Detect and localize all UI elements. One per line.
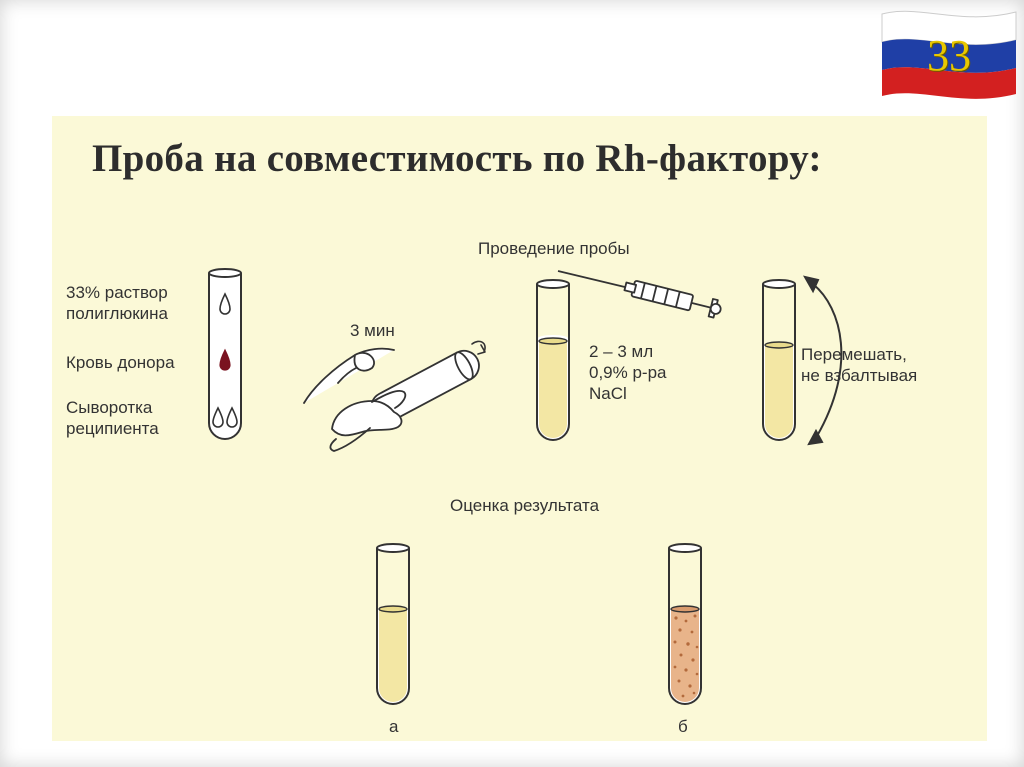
slide-number: 33 <box>927 31 971 80</box>
rocking-arrow-icon <box>802 275 843 446</box>
procedure-heading: Проведение пробы <box>478 239 630 258</box>
result-tube-b <box>668 543 702 705</box>
flag-icon <box>881 10 1017 99</box>
result-heading: Оценка результата <box>450 496 600 515</box>
serum-drop-icon <box>212 406 224 428</box>
agglutination-specks <box>673 614 699 698</box>
result-a-label: а <box>389 717 399 736</box>
rh-test-diagram <box>208 268 843 705</box>
serum-drop-icon <box>226 406 238 428</box>
syringe-icon <box>557 270 722 319</box>
time-label: 3 мин <box>350 321 395 340</box>
content-panel: Проба на совместимость по Rh-фактору: <box>52 116 987 741</box>
recipient-serum-label: Сыворотка реципиента <box>66 398 159 438</box>
polyglucin-drop-icon <box>219 292 231 315</box>
mix-instruction-label: Перемешать, не взбалтывая <box>801 345 918 385</box>
mixing-tube <box>762 279 796 441</box>
slide-title: Проба на совместимость по Rh-фактору: <box>92 137 822 180</box>
polyglucin-label: 33% раствор полиглюкина <box>66 283 168 323</box>
hand-rolling-tube-icon <box>303 340 486 452</box>
blood-drop-icon <box>219 348 231 371</box>
donor-blood-label: Кровь донора <box>66 353 175 372</box>
saline-label: 2 – 3 мл 0,9% р-ра NaCl <box>589 342 667 403</box>
result-tube-a <box>376 543 410 705</box>
saline-tube <box>536 279 570 441</box>
legend-tube <box>208 268 242 440</box>
russian-flag-badge: 33 <box>880 8 1018 100</box>
result-b-label: б <box>678 717 688 736</box>
